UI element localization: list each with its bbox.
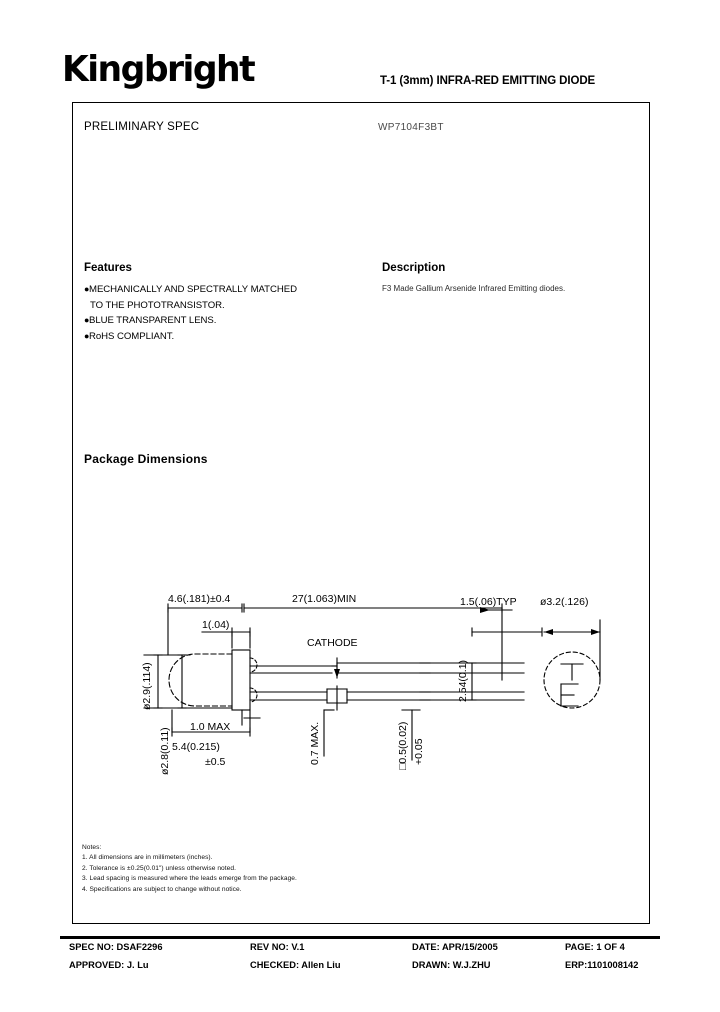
feature-text: MECHANICALLY AND SPECTRALLY MATCHED (89, 284, 297, 295)
package-drawing-svg: 4.6(.181)±0.4 27(1.063)MIN 1(.04) CATHOD… (141, 593, 601, 775)
footer-rev-no: REV NO: V.1 (250, 942, 305, 952)
note-item: 1. All dimensions are in millimeters (in… (82, 854, 213, 862)
footer-spec-no: SPEC NO: DSAF2296 (69, 942, 163, 952)
dim-lead-length: 27(1.063)MIN (292, 593, 356, 605)
bullet-icon: ● (84, 330, 90, 341)
package-drawing: 4.6(.181)±0.4 27(1.063)MIN 1(.04) CATHOD… (72, 560, 650, 790)
features-heading: Features (84, 262, 132, 274)
description-text: F3 Made Gallium Arsenide Infrared Emitti… (382, 284, 566, 293)
list-item: ●RoHS COMPLIANT. (84, 329, 374, 345)
note-item: 4. Specifications are subject to change … (82, 885, 242, 893)
notes-title: Notes: (82, 844, 102, 851)
dim-lead-square-tol: +0.05 (413, 738, 425, 765)
dim-end-view-diameter: ø3.2(.126) (540, 596, 588, 608)
footer-row: APPROVED: J. Lu CHECKED: Allen Liu DRAWN… (60, 960, 660, 978)
list-item: ●MECHANICALLY AND SPECTRALLY MATCHED (84, 282, 374, 298)
dim-lens-diameter: 4.6(.181)±0.4 (168, 593, 231, 605)
page-title: T-1 (3mm) INFRA-RED EMITTING DIODE (380, 75, 596, 87)
description-heading: Description (382, 262, 446, 274)
footer-approved: APPROVED: J. Lu (69, 960, 149, 970)
dim-lead-square: □0.5(0.02) (397, 722, 409, 770)
note-item: 2. Tolerance is ±0.25(0.01") unless othe… (82, 864, 236, 872)
list-item: ●BLUE TRANSPARENT LENS. (84, 313, 374, 329)
bullet-icon: ● (84, 284, 90, 294)
kingbright-logo: Kingbright (62, 49, 256, 90)
footer: SPEC NO: DSAF2296 REV NO: V.1 DATE: APR/… (60, 942, 660, 984)
dim-body-height: 5.4(0.215) (172, 741, 220, 753)
footer-drawn: DRAWN: W.J.ZHU (412, 960, 491, 970)
dim-body-height-tol: ±0.5 (205, 756, 226, 768)
footer-date: DATE: APR/15/2005 (412, 942, 498, 952)
dim-flat-max: 1.0 MAX (190, 721, 230, 733)
footer-row: SPEC NO: DSAF2296 REV NO: V.1 DATE: APR/… (60, 942, 660, 960)
dim-flange-thickness: 1(.04) (202, 619, 229, 631)
preliminary-spec-label: PRELIMINARY SPEC (84, 121, 200, 133)
footer-checked: CHECKED: Allen Liu (250, 960, 341, 970)
bullet-icon: ● (84, 315, 90, 325)
notes-block: Notes: 1. All dimensions are in millimet… (82, 843, 297, 895)
feature-text: RoHS COMPLIANT. (89, 330, 175, 342)
note-item: 3. Lead spacing is measured where the le… (82, 875, 297, 883)
footer-page: PAGE: 1 OF 4 (565, 942, 625, 952)
list-item: TO THE PHOTOTRANSISTOR. (84, 298, 374, 314)
dim-lead-spacing-typ: 1.5(.06)TYP (460, 596, 517, 608)
feature-text: BLUE TRANSPARENT LENS. (89, 315, 217, 326)
dim-lead-width-max: 0.7 MAX. (309, 722, 321, 765)
dim-pitch: 2.54(0.1) (457, 660, 469, 702)
footer-erp: ERP:1101008142 (565, 960, 639, 970)
features-list: ●MECHANICALLY AND SPECTRALLY MATCHED TO … (84, 282, 374, 344)
package-dimensions-heading: Package Dimensions (84, 452, 208, 466)
dim-body-diameter-top: ø2.9(.114) (141, 662, 153, 710)
footer-divider (60, 936, 660, 939)
part-number: WP7104F3BT (378, 122, 444, 133)
label-cathode: CATHODE (307, 637, 358, 649)
dim-body-diameter-bottom: ø2.8(0.11) (159, 727, 171, 775)
feature-text: TO THE PHOTOTRANSISTOR. (90, 299, 225, 311)
content-frame (72, 102, 650, 924)
